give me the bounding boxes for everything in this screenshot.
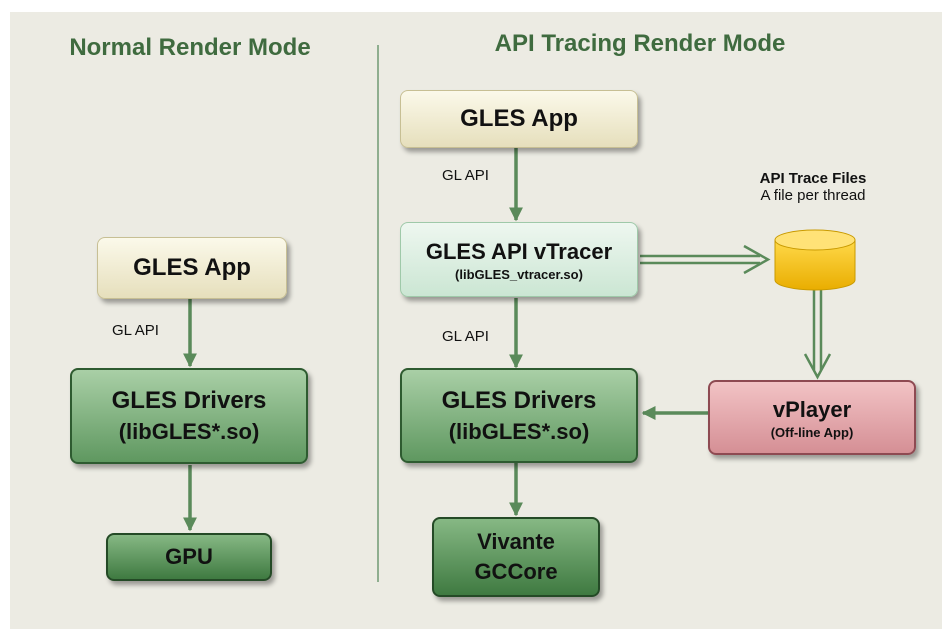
left-panel-title: Normal Render Mode (69, 34, 311, 61)
left-gles-app-box: GLES App (97, 237, 287, 299)
right-gles-app-label: GLES App (460, 105, 578, 132)
left-gl-api-label: GL API (112, 322, 159, 339)
trace-files-title: API Trace Files (759, 170, 867, 187)
gpu-box: GPU (106, 533, 272, 581)
right-drivers-title: GLES Drivers (441, 386, 597, 414)
left-gles-drivers-box: GLES Drivers (libGLES*.so) (70, 368, 308, 464)
right-gles-app-box: GLES App (400, 90, 638, 148)
gpu-label: GPU (165, 544, 213, 569)
right-panel-title: API Tracing Render Mode (494, 30, 786, 57)
core-line2: GCCore (474, 559, 558, 584)
right-gl-api-label-top: GL API (442, 167, 489, 184)
vtracer-title: GLES API vTracer (425, 239, 613, 264)
arrow-vtracer-to-trace-files (640, 244, 771, 275)
left-drivers-title: GLES Drivers (111, 387, 267, 414)
trace-files-subtitle: A file per thread (760, 187, 866, 204)
arrow-trace-files-to-vplayer (803, 290, 832, 380)
left-drivers-subtitle: (libGLES*.so) (118, 419, 260, 444)
right-drivers-subtitle: (libGLES*.so) (448, 418, 590, 444)
vtracer-box: GLES API vTracer (libGLES_vtracer.so) (400, 222, 638, 297)
left-gles-app-label: GLES App (133, 254, 251, 281)
vtracer-subtitle: (libGLES_vtracer.so) (455, 267, 583, 282)
vplayer-box: vPlayer (Off-line App) (708, 380, 916, 455)
core-line1: Vivante (477, 529, 555, 554)
vivante-gccore-box: Vivante GCCore (432, 517, 600, 597)
vplayer-subtitle: (Off-line App) (770, 425, 854, 440)
right-gles-drivers-box: GLES Drivers (libGLES*.so) (400, 368, 638, 463)
right-gl-api-label-bottom: GL API (442, 328, 489, 345)
database-icon (774, 229, 856, 291)
trace-files-label: API Trace Files A file per thread (738, 170, 888, 204)
vplayer-title: vPlayer (772, 397, 852, 422)
